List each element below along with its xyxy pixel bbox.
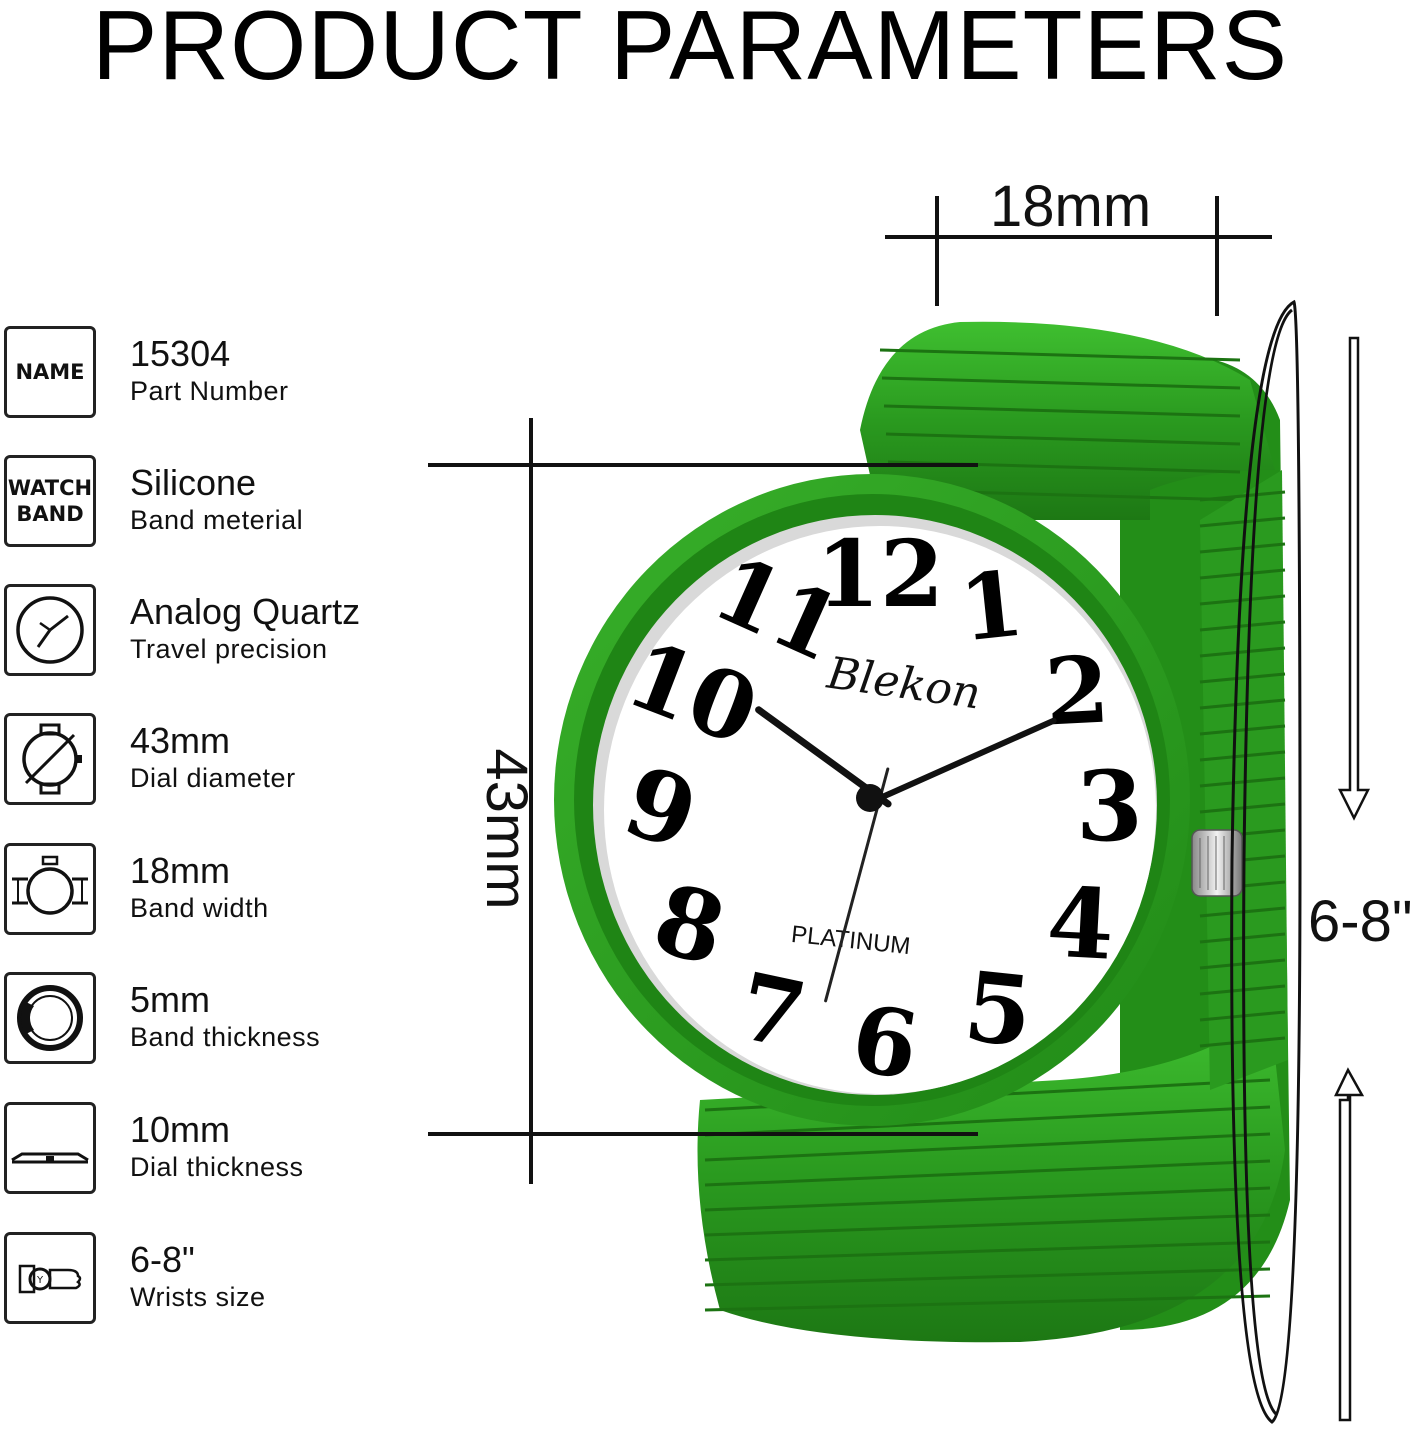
band-rib [704, 1105, 1271, 1137]
param-part-number: NAME 15304 Part Number [4, 326, 434, 422]
param-label: Band meterial [130, 505, 304, 535]
param-label: Dial diameter [130, 763, 296, 793]
band-width-dimension: 18mm [990, 174, 1152, 239]
watch-hands [755, 706, 1057, 1003]
name-tag-icon: NAME [4, 326, 96, 418]
param-band-material: WATCH BAND Silicone Band meterial [4, 455, 434, 551]
band-rib [704, 1186, 1271, 1212]
band-rib [704, 1294, 1271, 1312]
band-rib [881, 376, 1241, 390]
watch-band-tag-icon: WATCH BAND [4, 455, 96, 547]
dial-numeral: 5 [959, 950, 1037, 1069]
band-rib [1199, 750, 1286, 762]
param-label: Part Number [130, 376, 289, 406]
wrist-size-icon: Y [4, 1232, 96, 1324]
page-title: PRODUCT PARAMETERS [92, 0, 1288, 100]
dial-numeral: 2 [1042, 635, 1112, 746]
band-rib [704, 1213, 1271, 1237]
band-rib [704, 1267, 1271, 1287]
band-rib [1199, 776, 1286, 788]
param-dial-thickness: 10mm Dial thickness [4, 1102, 434, 1198]
param-value: Analog Quartz [130, 591, 361, 632]
param-band-thickness: 5mm Band thickness [4, 972, 434, 1068]
hand-hub [856, 784, 884, 812]
param-value: 6-8" [130, 1239, 195, 1280]
dial-numeral: 3 [1076, 750, 1143, 863]
param-movement: Analog Quartz Travel precision [4, 584, 434, 680]
svg-text:Y: Y [36, 1275, 44, 1286]
param-label: Dial thickness [130, 1152, 304, 1182]
param-label: Wrists size [130, 1282, 266, 1312]
dial-numeral: 12 [816, 520, 944, 628]
param-band-width: 18mm Band width [4, 843, 434, 939]
wrist-loop [1230, 299, 1302, 1424]
dial-numeral: 1 [955, 551, 1028, 663]
param-value: 5mm [130, 979, 210, 1020]
dial-numeral: 4 [1044, 865, 1117, 981]
band-rib [1199, 620, 1286, 632]
band-rib [704, 1132, 1271, 1162]
top-band [860, 321, 1275, 520]
clock-face-icon [4, 584, 96, 676]
band-rib [1199, 594, 1286, 606]
band-rib [1199, 516, 1286, 528]
param-value: 15304 [130, 333, 231, 374]
arrow-down-icon [1337, 336, 1371, 821]
dial-diameter-dimension: 43mm [474, 748, 539, 910]
wrist-size-dimension: 6-8" [1308, 889, 1413, 954]
band-rib [704, 1240, 1271, 1262]
band-rib [883, 404, 1241, 418]
band-rib [1199, 802, 1286, 814]
band-rib [879, 348, 1241, 362]
band-rib [1199, 724, 1286, 736]
param-label: Travel precision [130, 634, 328, 664]
band-rib [1199, 672, 1286, 684]
band-width-icon [4, 843, 96, 935]
param-value: 18mm [130, 850, 231, 891]
band-rib [704, 1159, 1271, 1187]
band-rib [1199, 698, 1286, 710]
dial-thickness-icon [4, 1102, 96, 1194]
dial-diameter-icon [4, 713, 96, 805]
wrist-arrows [1334, 336, 1371, 1422]
param-value: 43mm [130, 720, 231, 761]
band-rib [1199, 490, 1286, 502]
bottom-band [697, 1010, 1285, 1343]
param-value: 10mm [130, 1109, 231, 1150]
arrow-up-icon [1334, 1067, 1365, 1422]
watch-dial [604, 526, 1156, 1094]
band-rib [1199, 646, 1286, 658]
param-label: Band thickness [130, 1022, 321, 1052]
param-value: Silicone [130, 462, 257, 503]
param-wrist-size: Y 6-8" Wrists size [4, 1232, 434, 1328]
param-dial-diameter: 43mm Dial diameter [4, 713, 434, 809]
band-rib [885, 432, 1241, 446]
watch-hand [867, 717, 1057, 806]
dimension-lines [428, 196, 1272, 1184]
param-label: Band width [130, 893, 269, 923]
band-thickness-icon [4, 972, 96, 1064]
watch-crown [1191, 829, 1243, 897]
